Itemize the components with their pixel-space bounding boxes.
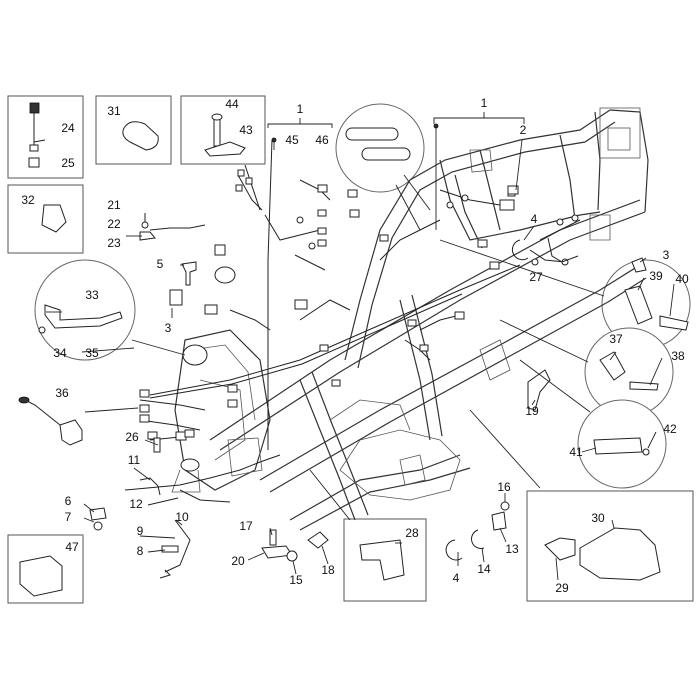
callout-21: 21 [107, 198, 121, 212]
clip-3a-part [169, 289, 183, 306]
callout-4b: 4 [531, 212, 538, 226]
sensor-36-part [59, 419, 83, 446]
callout-32: 32 [21, 193, 35, 207]
callout-41: 41 [569, 445, 583, 459]
callout-3a: 3 [165, 321, 172, 335]
callout-1b: 1 [481, 96, 488, 110]
plate-30-part [579, 527, 661, 581]
callout-25: 25 [61, 156, 75, 170]
callout-15: 15 [289, 573, 303, 587]
callout-29: 29 [555, 581, 569, 595]
callout-28: 28 [405, 526, 419, 540]
bracket-29-part [544, 537, 576, 561]
callout-45: 45 [285, 133, 299, 147]
rubber-31-part [122, 121, 159, 151]
small-parts [18, 102, 689, 597]
cable-10-part [159, 569, 171, 579]
callout-3b: 3 [663, 248, 670, 262]
washer-39-part [624, 285, 653, 325]
callout-12: 12 [129, 497, 143, 511]
inset-circle-33-35 [34, 259, 136, 361]
callout-47: 47 [65, 540, 79, 554]
callout-11: 11 [128, 453, 141, 467]
scooter-frame [209, 107, 649, 531]
bracket-33-part [44, 304, 123, 329]
callout-23: 23 [107, 236, 121, 250]
callout-42: 42 [663, 422, 677, 436]
callout-1a: 1 [297, 102, 304, 116]
callout-20: 20 [231, 554, 245, 568]
bolt-40-part [659, 315, 689, 331]
clip-7-part [93, 521, 103, 531]
screw-8-part [161, 545, 179, 553]
clip-6-part [89, 507, 107, 521]
callout-37: 37 [609, 332, 623, 346]
sensor-24-part [29, 102, 40, 114]
callout-8: 8 [137, 544, 144, 558]
part-13 [491, 511, 507, 531]
part-16 [500, 501, 510, 511]
clip-18-part [307, 531, 329, 549]
callout-labels: 1 45 46 1 2 3 3 4 4 5 6 7 8 9 10 11 12 1… [21, 96, 689, 595]
ring-14-part [471, 529, 485, 549]
bracket-19-part [527, 369, 551, 411]
callout-26: 26 [125, 430, 139, 444]
leader-lines [33, 112, 675, 581]
cable-27-part [547, 237, 579, 263]
washer-22-part [141, 221, 149, 229]
grommet-5-part [181, 261, 197, 286]
callout-39: 39 [649, 269, 663, 283]
callout-24: 24 [61, 121, 75, 135]
callout-4a: 4 [453, 571, 460, 585]
callout-27: 27 [529, 270, 543, 284]
callout-5: 5 [157, 257, 164, 271]
callout-2: 2 [520, 123, 527, 137]
engine-block [171, 329, 271, 493]
clip-23-part [139, 231, 156, 241]
callout-16: 16 [497, 480, 511, 494]
nut-25-part [28, 157, 40, 168]
callout-44: 44 [225, 97, 239, 111]
sleeve-46-part [345, 127, 399, 141]
callout-31: 31 [107, 104, 121, 118]
bracket-37-part [599, 351, 626, 381]
callout-40: 40 [675, 272, 689, 286]
callout-9: 9 [137, 524, 144, 538]
callout-10: 10 [175, 510, 189, 524]
callout-35: 35 [85, 346, 99, 360]
callout-17: 17 [239, 519, 253, 533]
inset-box-24-25 [7, 95, 84, 179]
callout-30: 30 [591, 511, 605, 525]
plate-41-part [593, 437, 643, 455]
callout-22: 22 [107, 217, 121, 231]
nut-15-part [286, 550, 298, 562]
connector-2-part [507, 185, 519, 195]
screw-34-part [38, 326, 46, 334]
clamp-32-part [41, 204, 67, 233]
bolt-44-part [213, 117, 221, 147]
ring-4a-part [445, 539, 463, 561]
callout-19: 19 [525, 404, 539, 418]
screw-38-part [629, 381, 659, 391]
ring-4b-part [511, 239, 529, 261]
callout-13: 13 [505, 542, 519, 556]
bracket-28-part [359, 539, 405, 581]
connector-47-part [19, 555, 63, 597]
callout-46: 46 [315, 133, 329, 147]
callout-36: 36 [55, 386, 69, 400]
callout-14: 14 [477, 562, 491, 576]
wiring-harness [124, 139, 581, 573]
screw-42-part [642, 448, 650, 456]
callout-34: 34 [53, 346, 67, 360]
clip-3b-part [631, 257, 647, 273]
cable-11-part [139, 477, 161, 496]
callout-43: 43 [239, 123, 253, 137]
bracket-43-part [204, 141, 246, 157]
callout-18: 18 [321, 563, 335, 577]
callout-38: 38 [671, 349, 685, 363]
callout-6: 6 [65, 494, 72, 508]
callout-33: 33 [85, 288, 99, 302]
callout-7: 7 [65, 510, 72, 524]
